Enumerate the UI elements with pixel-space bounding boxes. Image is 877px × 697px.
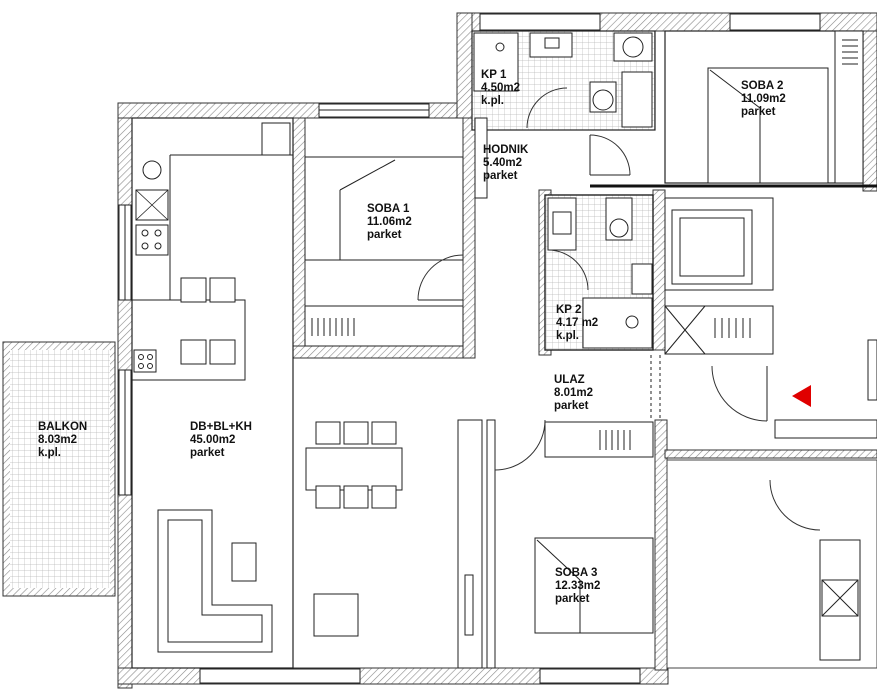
bathroom-kp1 <box>471 30 656 131</box>
balcony <box>2 341 116 597</box>
corridor-hodnik <box>474 117 631 199</box>
entrance-triangle-icon <box>792 385 811 407</box>
utility-closet <box>664 197 774 355</box>
room-soba2 <box>590 30 877 188</box>
living-kitchen <box>131 117 403 669</box>
bathroom-kp2 <box>544 194 654 351</box>
room-soba1 <box>304 156 464 347</box>
room-soba3 <box>457 419 654 669</box>
left-windows <box>118 13 821 684</box>
neighbor-area <box>666 339 877 669</box>
entrance-ulaz <box>544 355 877 458</box>
